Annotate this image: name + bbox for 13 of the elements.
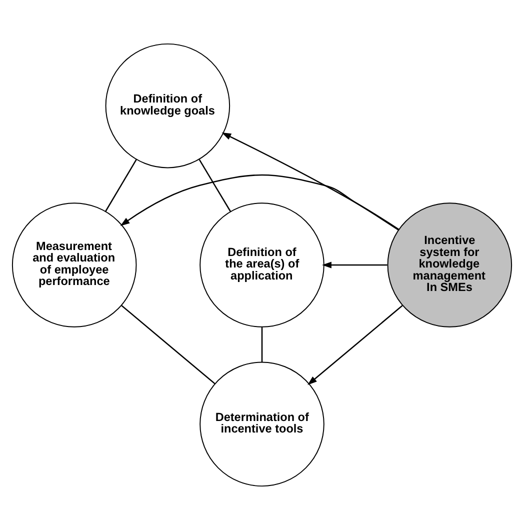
- arrow: [120, 174, 399, 230]
- connector: [261, 327, 263, 362]
- node-circle: Measurement and evaluation of employee performance: [12, 202, 137, 328]
- connector: [105, 159, 137, 212]
- node-circle: Incentive system for knowledge management In SMEs: [387, 202, 512, 328]
- connector: [121, 305, 216, 384]
- node-circle: Definition of the area(s) of application: [200, 202, 324, 328]
- arrow: [322, 262, 388, 268]
- connector: [198, 159, 232, 212]
- node-circle: Determination of incentive tools: [200, 362, 324, 487]
- node-circle: Definition of knowledge goals: [105, 43, 230, 168]
- arrow: [308, 305, 403, 386]
- arrow: [222, 132, 400, 230]
